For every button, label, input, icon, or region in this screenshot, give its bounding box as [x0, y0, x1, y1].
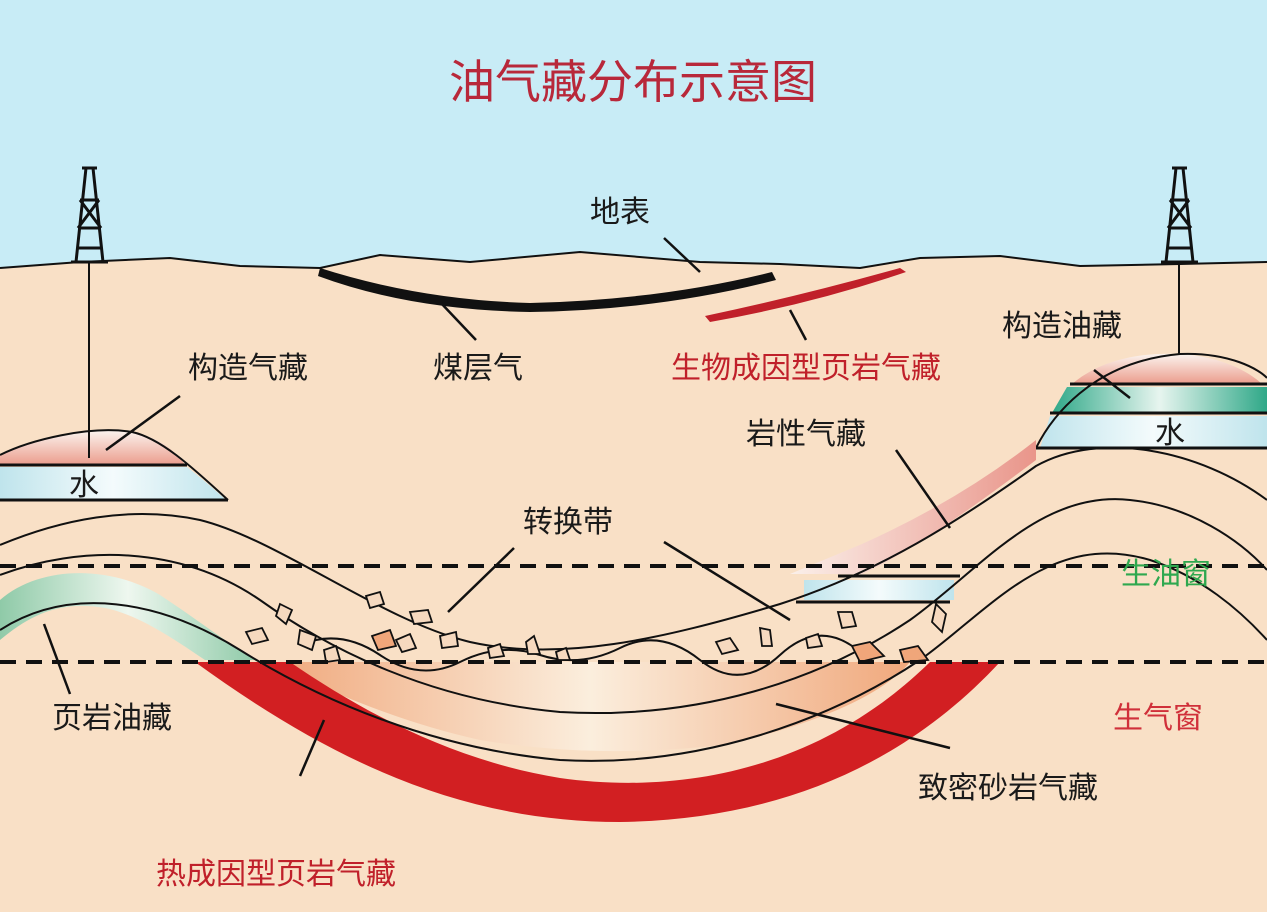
label-oil-window: 生油窗 — [1121, 557, 1211, 592]
label-lithologic-gas: 岩性气藏 — [746, 417, 866, 452]
leader-lines — [42, 237, 1131, 777]
horizon-1 — [0, 446, 1267, 651]
page-title: 油气藏分布示意图 — [449, 55, 817, 109]
label-gas-window: 生气窗 — [1113, 701, 1203, 736]
label-shale-oil: 页岩油藏 — [52, 701, 172, 736]
horizon-2 — [0, 498, 1267, 714]
biogenic-shale-layer — [705, 268, 906, 322]
label-tight-sand-gas: 致密砂岩气藏 — [918, 771, 1098, 806]
label-transition-zone: 转换带 — [523, 505, 613, 540]
water-zone-right — [1040, 416, 1267, 448]
water-zone-lithologic — [804, 580, 954, 600]
thermogenic-shale-layer — [195, 662, 1000, 822]
oil-zone-right — [1052, 387, 1267, 413]
right-cap-outline — [1035, 352, 1267, 449]
derrick-right-icon — [1161, 166, 1198, 354]
label-coalbed-gas: 煤层气 — [433, 351, 523, 386]
label-structural-oil: 构造油藏 — [1002, 309, 1122, 344]
water-zone-left — [0, 467, 226, 500]
transition-wavy-line — [299, 634, 861, 676]
structural-oil-cap-right — [1072, 353, 1262, 384]
label-structural-gas: 构造气藏 — [188, 351, 308, 386]
horizon-3 — [0, 552, 1267, 762]
tight-sand-gas-zone — [270, 662, 910, 752]
transition-zone-fragments-orange — [370, 628, 930, 664]
shale-oil-zone — [0, 573, 256, 660]
label-biogenic-shale-gas: 生物成因型页岩气藏 — [671, 351, 941, 386]
surface-line — [0, 250, 1267, 270]
label-water-left: 水 — [69, 468, 99, 503]
derrick-left-icon — [71, 166, 108, 458]
label-water-right: 水 — [1155, 416, 1185, 451]
coal-seam — [318, 268, 776, 312]
label-surface: 地表 — [590, 195, 650, 230]
label-thermogenic-shale-gas: 热成因型页岩气藏 — [156, 857, 396, 892]
